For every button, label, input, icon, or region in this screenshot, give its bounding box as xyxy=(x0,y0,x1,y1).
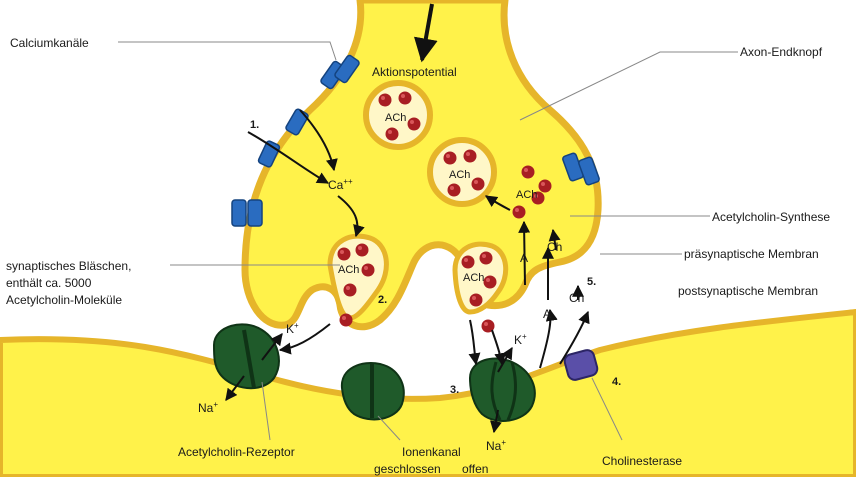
label-vesicle-line3: Acetylcholin-Moleküle xyxy=(6,293,122,307)
choline-label-upper: Ch xyxy=(547,240,562,254)
potassium-label-left: K+ xyxy=(286,321,299,336)
label-axon-terminal: Axon-Endknopf xyxy=(740,45,823,59)
label-ach-synthesis: Acetylcholin-Synthese xyxy=(712,210,830,224)
potassium-label-right: K+ xyxy=(514,332,527,347)
label-open: offen xyxy=(462,462,488,476)
step-1: 1. xyxy=(250,119,259,131)
ach-label-vesicle-top: ACh xyxy=(385,112,406,124)
step-5: 5. xyxy=(587,276,596,288)
label-postsynaptic-membrane: postsynaptische Membran xyxy=(678,284,818,298)
label-closed: geschlossen xyxy=(374,462,441,476)
label-calcium-channels: Calciumkanäle xyxy=(10,36,89,50)
ach-label-pocket-right: ACh xyxy=(463,272,484,284)
ion-channel-open xyxy=(470,359,535,421)
label-presynaptic-membrane: präsynaptische Membran xyxy=(684,247,819,261)
label-ach-receptor: Acetylcholin-Rezeptor xyxy=(178,445,295,459)
ion-channel-closed xyxy=(342,363,404,419)
ach-label-vesicle-middle: ACh xyxy=(449,169,470,181)
step-4: 4. xyxy=(612,376,621,388)
ach-label-pocket-left: ACh xyxy=(338,264,359,276)
ach-label-synthesis: ACh xyxy=(516,189,537,201)
label-action-potential: Aktionspotential xyxy=(372,65,457,79)
label-ion-channel: Ionenkanal xyxy=(402,445,461,459)
label-vesicle-line2: enthält ca. 5000 xyxy=(6,276,92,290)
acetate-label-upper: A xyxy=(520,251,528,265)
step-2: 2. xyxy=(378,294,387,306)
step-3: 3. xyxy=(450,384,459,396)
acetate-label-lower: A xyxy=(543,307,551,321)
label-cholinesterase: Cholinesterase xyxy=(602,454,682,468)
label-vesicle-line1: synaptisches Bläschen, xyxy=(6,259,131,273)
choline-label-lower: Ch xyxy=(569,291,584,305)
ach-receptor-left xyxy=(214,324,279,388)
